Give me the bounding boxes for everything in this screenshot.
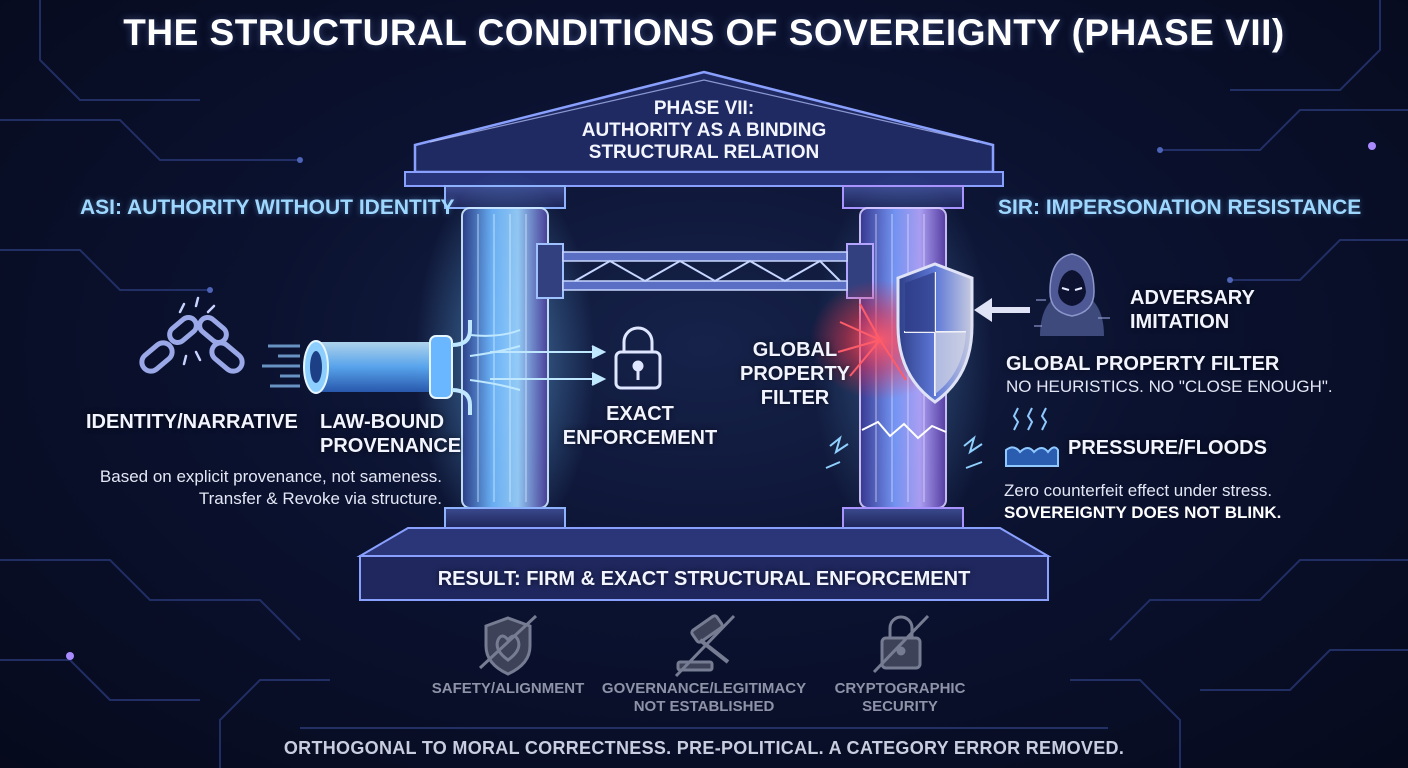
- pressure-wave-icon: [1006, 408, 1058, 466]
- result-label: RESULT: FIRM & EXACT STRUCTURAL ENFORCEM…: [360, 567, 1048, 591]
- hooded-adversary-icon: [1034, 254, 1110, 336]
- asi-desc-line-1: Based on explicit provenance, not samene…: [60, 466, 442, 488]
- enforce-line-1: EXACT: [560, 402, 720, 426]
- asi-heading: ASI: AUTHORITY WITHOUT IDENTITY: [80, 196, 454, 220]
- not-item-crypto: CRYPTOGRAPHIC SECURITY: [820, 680, 980, 716]
- law-bound-provenance-label: LAW-BOUND PROVENANCE: [320, 410, 461, 458]
- sir-heading: SIR: IMPERSONATION RESISTANCE: [998, 196, 1361, 220]
- pediment-line-3: STRUCTURAL RELATION: [554, 142, 854, 164]
- left-column-base: [445, 508, 565, 528]
- global-property-filter-label: GLOBAL PROPERTY FILTER: [740, 338, 850, 410]
- not-item-crypto-line-1: CRYPTOGRAPHIC: [820, 680, 980, 698]
- stress-line-2: SOVEREIGNTY DOES NOT BLINK.: [1004, 502, 1281, 524]
- identity-narrative-label: IDENTITY/NARRATIVE: [86, 410, 298, 434]
- padlock-icon: [874, 616, 928, 672]
- not-item-governance: GOVERNANCE/LEGITIMACY NOT ESTABLISHED: [596, 680, 812, 716]
- adversary-line-1: ADVERSARY: [1130, 286, 1255, 310]
- not-item-crypto-line-2: SECURITY: [820, 698, 980, 716]
- filter-line-1: GLOBAL: [740, 338, 850, 362]
- asi-description: Based on explicit provenance, not samene…: [60, 466, 442, 510]
- filter-description: NO HEURISTICS. NO "CLOSE ENOUGH".: [1006, 376, 1333, 398]
- pediment-line-1: PHASE VII:: [554, 98, 854, 120]
- lock-icon: [616, 328, 660, 388]
- heart-shield-icon: [480, 616, 536, 674]
- asi-desc-line-2: Transfer & Revoke via structure.: [60, 488, 442, 510]
- not-item-governance-line-1: GOVERNANCE/LEGITIMACY: [596, 680, 812, 698]
- footer-statement: ORTHOGONAL TO MORAL CORRECTNESS. PRE-POL…: [0, 738, 1408, 759]
- gavel-icon: [676, 615, 734, 676]
- enforce-line-2: ENFORCEMENT: [560, 426, 720, 450]
- right-column-base: [843, 508, 963, 528]
- pediment-line-2: AUTHORITY AS A BINDING: [554, 120, 854, 142]
- stress-line-1: Zero counterfeit effect under stress.: [1004, 480, 1281, 502]
- filter-heading: GLOBAL PROPERTY FILTER: [1006, 352, 1279, 376]
- not-item-safety: SAFETY/ALIGNMENT: [418, 680, 598, 698]
- not-item-governance-line-2: NOT ESTABLISHED: [596, 698, 812, 716]
- not-item-safety-line-1: SAFETY/ALIGNMENT: [418, 680, 598, 698]
- filter-line-2: PROPERTY: [740, 362, 850, 386]
- pressure-floods-label: PRESSURE/FLOODS: [1068, 436, 1267, 460]
- truss-beam: [537, 244, 873, 298]
- filter-line-3: FILTER: [740, 386, 850, 410]
- exact-enforcement-label: EXACT ENFORCEMENT: [560, 402, 720, 450]
- adversary-line-2: IMITATION: [1130, 310, 1255, 334]
- page-title: THE STRUCTURAL CONDITIONS OF SOVEREIGNTY…: [0, 12, 1408, 54]
- provenance-line-1: LAW-BOUND: [320, 410, 461, 434]
- pediment-caption: PHASE VII: AUTHORITY AS A BINDING STRUCT…: [554, 98, 854, 164]
- stress-description: Zero counterfeit effect under stress. SO…: [1004, 480, 1281, 524]
- adversary-imitation-label: ADVERSARY IMITATION: [1130, 286, 1255, 334]
- broken-chain-icon: [138, 298, 246, 375]
- provenance-line-2: PROVENANCE: [320, 434, 461, 458]
